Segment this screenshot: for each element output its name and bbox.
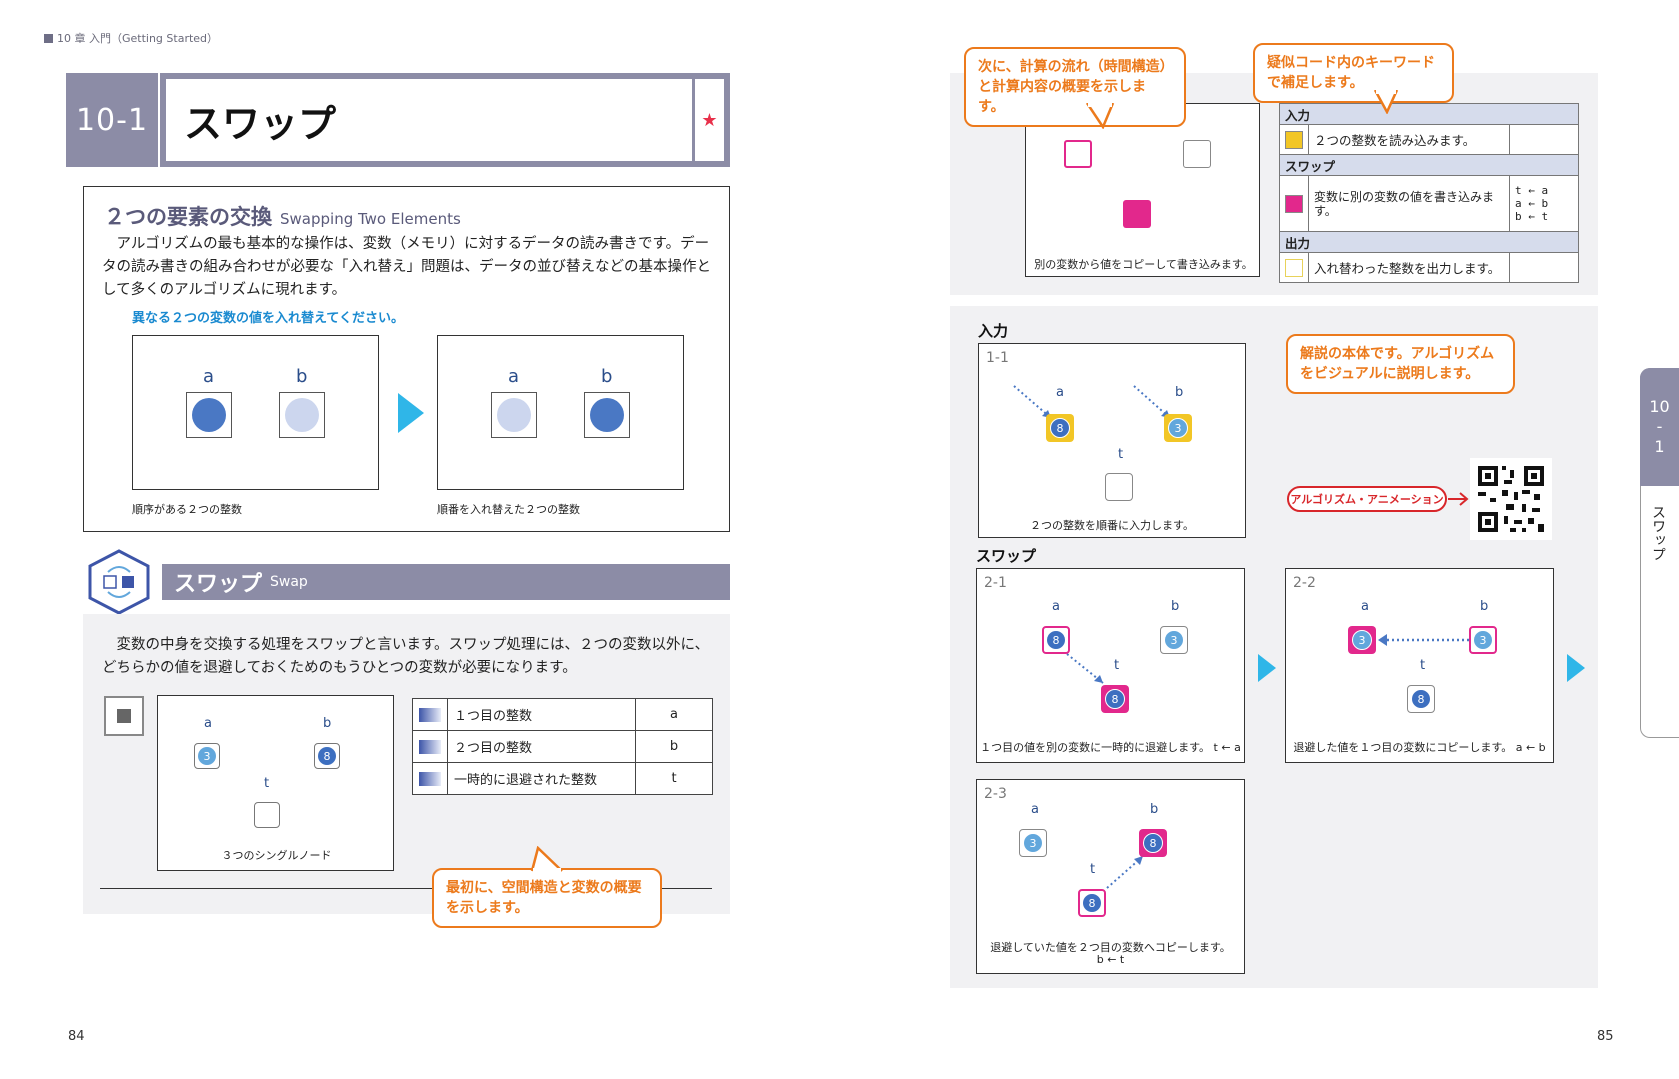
node-t (1105, 473, 1133, 501)
arrow-right-icon (1258, 654, 1276, 682)
section-title: スワップ (166, 79, 724, 161)
pc-swap-label: スワップ (1279, 154, 1579, 176)
copy-arrow (1066, 653, 1104, 684)
gradient-swatch (419, 707, 441, 722)
star-icon: ★ (695, 79, 724, 161)
table-row: 変数に別の変数の値を書き込みます。 t ← a a ← b b ← t (1279, 175, 1579, 232)
callout-pointer (530, 846, 563, 872)
callout-time-structure: 次に、計算の流れ（時間構造）と計算内容の概要を示します。 (964, 47, 1186, 127)
flow-caption: 別の変数から値をコピーして書き込みます。 (1034, 258, 1253, 271)
table-row: ２つ目の整数 b (412, 730, 713, 763)
node-b: 3 (1469, 626, 1497, 654)
animation-link[interactable]: アルゴリズム・アニメーション (1287, 486, 1447, 512)
callout-pointer (1085, 103, 1115, 129)
node-b: 3 (1164, 414, 1192, 442)
arrow-right-icon (1448, 492, 1469, 506)
step-2-3: 2-3 a b 3 8 t 8 退避していた値を２つ目の変数へコピーします。 b… (976, 779, 1245, 974)
flow-node-t (1123, 200, 1151, 228)
after-caption: 順番を入れ替えた２つの整数 (437, 503, 580, 516)
callout-space-structure: 最初に、空間構造と変数の概要を示します。 (432, 868, 662, 928)
chapter-tab-number: 10-1 (1640, 368, 1679, 486)
swap-hexagon-icon (88, 549, 150, 615)
node-b: 8 (1139, 829, 1167, 857)
section-title-box: スワップ (160, 73, 730, 167)
callout-keywords: 疑似コード内のキーワードで補足します。 (1253, 43, 1454, 103)
cell-b (584, 392, 630, 438)
label-b: b (296, 366, 308, 387)
node-t: 8 (1078, 889, 1106, 917)
running-header: 10 章 入門（Getting Started） (44, 30, 218, 46)
label-a: a (203, 366, 215, 387)
section-number: 10-1 (66, 73, 158, 167)
after-frame: a b (437, 335, 684, 490)
white-swatch (1285, 258, 1303, 277)
page-number-right: 85 (1597, 1029, 1614, 1044)
variable-table: １つ目の整数 a ２つ目の整数 b 一時的に退避された整数 t (412, 698, 713, 795)
node-b: 8 (314, 743, 340, 769)
callout-pointer (1373, 90, 1399, 114)
single-node-diagram: a b 3 8 t ３つのシングルノード (157, 695, 394, 871)
callout-main-body: 解説の本体です。アルゴリズムをビジュアルに説明します。 (1286, 334, 1515, 394)
flow-node-b (1183, 140, 1211, 168)
flow-diagram: 別の変数から値をコピーして書き込みます。 (1025, 103, 1260, 277)
copy-arrow (1106, 856, 1143, 889)
pseudocode-table: 入力 ２つの整数を読み込みます。 スワップ 変数に別の変数の値を書き込みます。 … (1279, 103, 1579, 283)
magenta-swatch (1285, 194, 1303, 213)
table-row: 入れ替わった整数を出力します。 (1279, 252, 1579, 283)
arrow-right-icon (1567, 654, 1585, 682)
difficulty-box: ★ (692, 73, 730, 167)
table-row: 一時的に退避された整数 t (412, 762, 713, 795)
label-b: b (323, 716, 332, 731)
label-a: a (204, 716, 212, 731)
pc-output-label: 出力 (1279, 231, 1579, 253)
node-t (254, 802, 280, 828)
steps-swap-label: スワップ (976, 547, 1037, 565)
node-a: 3 (194, 743, 220, 769)
table-row: ２つの整数を読み込みます。 (1279, 124, 1579, 155)
intro-paragraph: アルゴリズムの最も基本的な操作は、変数（メモリ）に対するデータの読み書きです。デ… (102, 236, 711, 298)
qr-code-icon[interactable] (1470, 458, 1552, 540)
cell-b (279, 392, 325, 438)
pc-input-label: 入力 (1279, 103, 1579, 125)
label-t: t (264, 776, 270, 791)
cell-a (186, 392, 232, 438)
steps-input-label: 入力 (978, 322, 1009, 340)
flow-node-a (1064, 140, 1092, 168)
chapter-tab-title: スワップ (1650, 505, 1666, 561)
node-t: 8 (1407, 685, 1435, 713)
node-b: 3 (1160, 626, 1188, 654)
yellow-swatch (1285, 130, 1303, 149)
node-t: 8 (1101, 685, 1129, 713)
task-text: 異なる２つの変数の値を入れ替えてください。 (132, 311, 404, 326)
node-a: 8 (1042, 626, 1070, 654)
before-caption: 順序がある２つの整数 (132, 503, 242, 516)
before-frame: a b (132, 335, 379, 490)
arrow-right-icon (398, 393, 424, 433)
node-a: 8 (1046, 414, 1074, 442)
label-a: a (508, 366, 520, 387)
table-row: １つ目の整数 a (412, 698, 713, 731)
node-a: 3 (1348, 626, 1376, 654)
copy-arrow (1378, 634, 1474, 646)
diagram-caption: ３つのシングルノード (221, 849, 332, 862)
node-a: 3 (1019, 829, 1047, 857)
step-2-1: 2-1 a b 8 3 t 8 １つ目の値を別の変数に一時的に退避します。 t … (976, 568, 1245, 763)
structure-icon (104, 696, 144, 736)
divider (100, 888, 712, 889)
swap-paragraph: 変数の中身を交換する処理をスワップと言います。スワップ処理には、２つの変数以外に… (102, 637, 710, 676)
gradient-swatch (419, 739, 441, 754)
gradient-swatch (419, 771, 441, 786)
cell-a (491, 392, 537, 438)
input-arrows (1013, 385, 1171, 419)
page-number-left: 84 (68, 1029, 85, 1044)
step-1-1: 1-1 a b 8 3 t ２つの整数を順番に入力します。 (978, 343, 1246, 538)
label-b: b (601, 366, 613, 387)
step-2-2: 2-2 a b 3 3 t 8 退避した値を１つ目の変数にコピーします。 a ←… (1285, 568, 1554, 763)
